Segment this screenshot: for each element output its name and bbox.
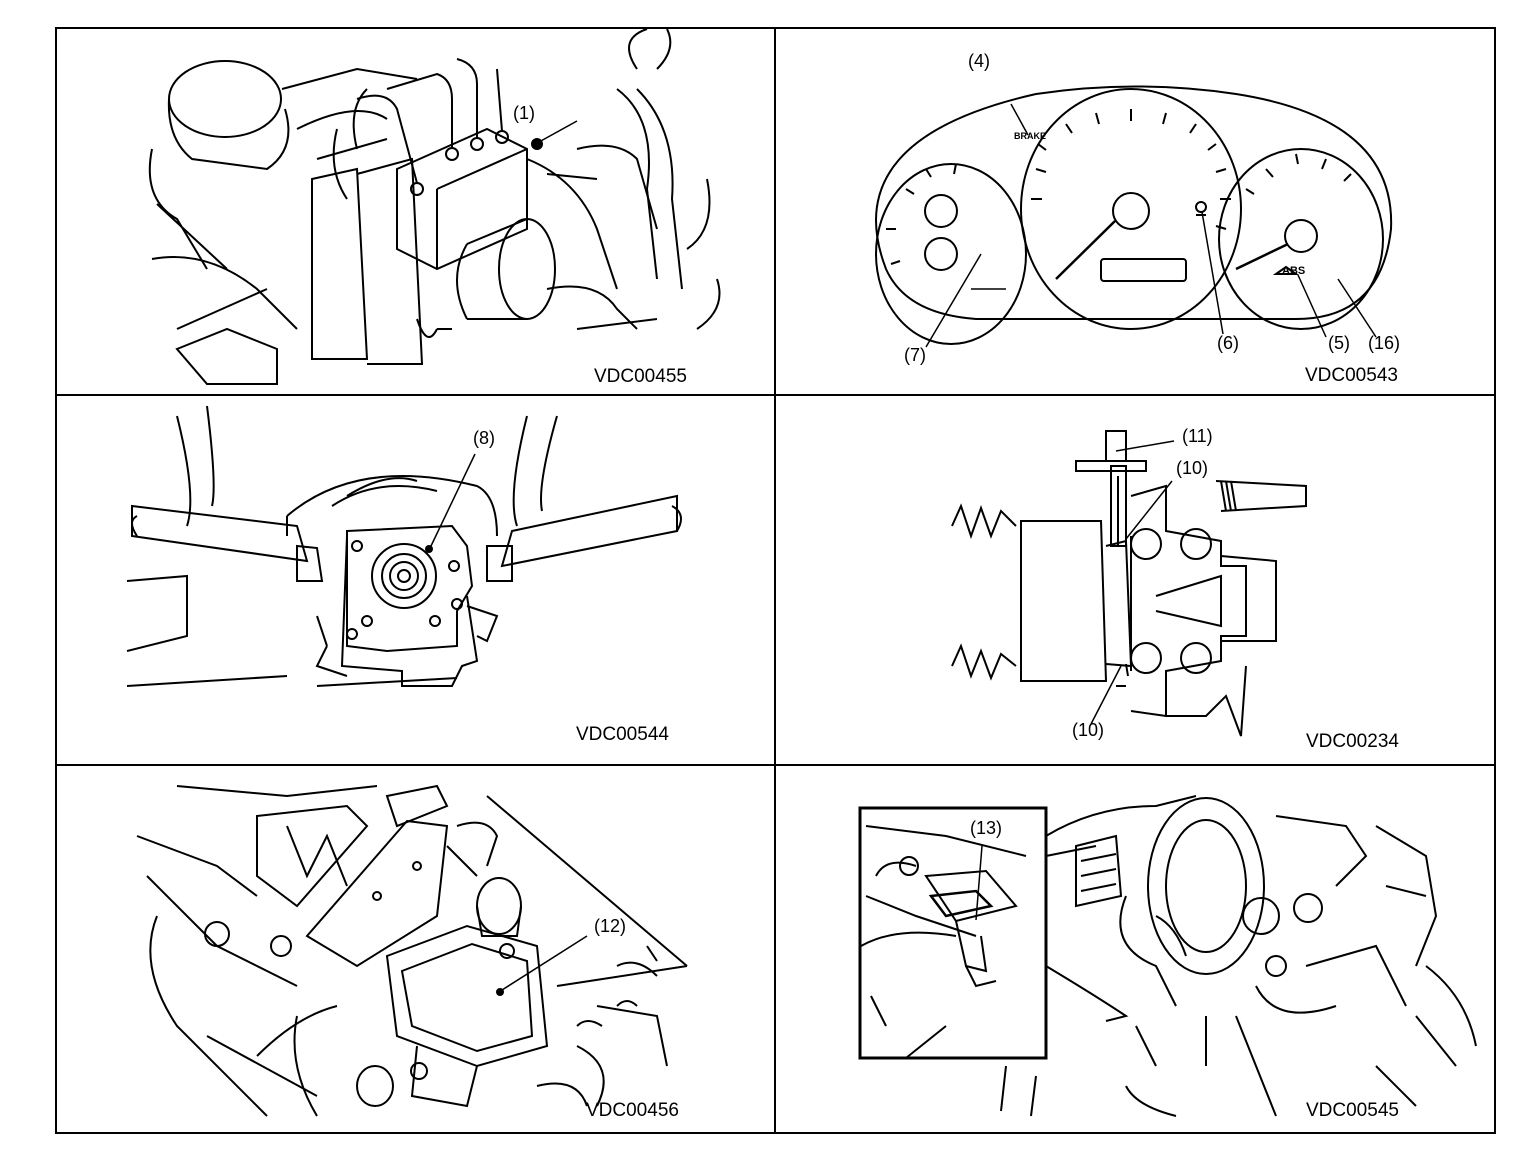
callout-12: (12) [594,916,627,936]
callout-5: (5) [1328,333,1350,353]
grid-divider-row2 [55,764,1496,766]
panel-hydraulic-unit: (1) VDC00455 [57,29,774,394]
grid-divider-vertical [774,27,776,1134]
callout-8: (8) [473,428,495,448]
callout-10-upper: (10) [1176,458,1209,478]
callout-1: (1) [513,103,535,123]
panel-combination-meter: BRAKE ABS (4) (7) (6) (5) (16) VDC00543 [776,29,1496,394]
panel-yaw-rate-sensor: (12) VDC00456 [57,766,774,1132]
callout-7: (7) [904,345,926,365]
brake-warning-text: BRAKE [1014,131,1047,141]
figure-code: VDC00545 [1306,1100,1399,1121]
figure-code: VDC00543 [1305,365,1398,386]
grid-divider-row1 [55,394,1496,396]
figure-code: VDC00544 [576,724,669,745]
callout-13: (13) [970,818,1003,838]
abs-warning-text: ABS [1282,265,1306,277]
callout-11: (11) [1182,426,1213,446]
panel-steering-angle-sensor: (8) VDC00544 [57,396,774,764]
wheel-speed-sensor-illustration [776,396,1496,764]
panel-vdc-control-module: (13) VDC00545 [776,766,1496,1132]
callout-6: (6) [1217,333,1239,353]
dashboard-illustration [776,766,1496,1132]
panel-wheel-speed-sensor: (11) (10) (10) VDC00234 [776,396,1496,764]
steering-sensor-illustration [57,396,774,764]
figure-code: VDC00456 [586,1100,679,1121]
callout-10-lower: (10) [1072,720,1105,740]
yaw-sensor-illustration [57,766,774,1132]
hydraulic-unit-illustration [57,29,774,394]
figure-code: VDC00455 [594,366,687,387]
callout-16: (16) [1368,333,1401,353]
callout-4: (4) [968,51,990,71]
combination-meter-illustration [776,29,1496,394]
figure-code: VDC00234 [1306,731,1399,752]
